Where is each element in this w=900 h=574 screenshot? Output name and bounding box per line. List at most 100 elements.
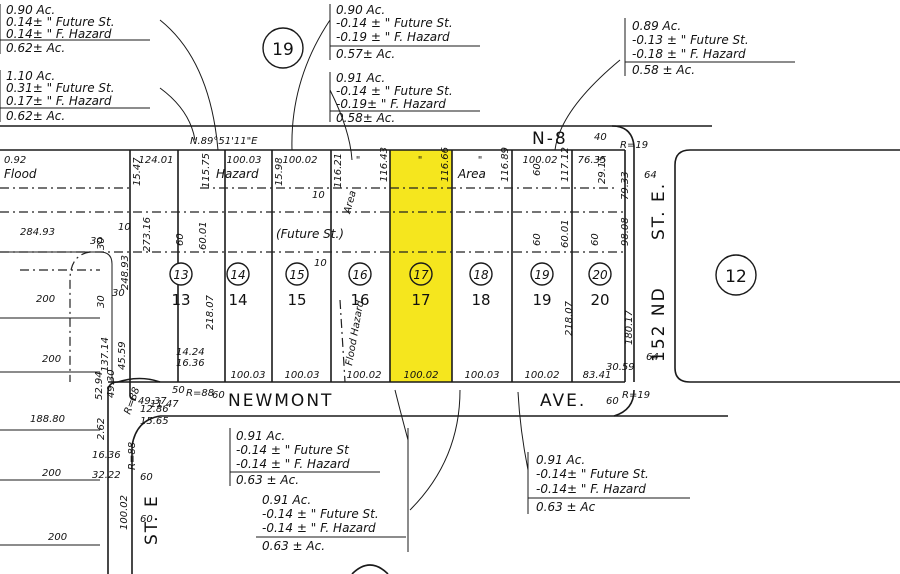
dim: 30 <box>90 236 103 247</box>
dim: 200 <box>36 294 55 305</box>
leader-line <box>329 89 353 161</box>
dim: 64 <box>646 352 659 363</box>
dim: 16.36 <box>92 450 121 461</box>
dim: 200 <box>42 354 61 365</box>
flood-hazard-line <box>339 299 346 383</box>
dim: 60.01 <box>560 219 571 248</box>
leader-line <box>291 19 331 151</box>
dim: 116.43 <box>379 147 390 182</box>
acreage-line: -0.14 ± " F. Hazard <box>236 457 350 471</box>
frontage-dim: 100.02 <box>523 155 558 166</box>
acreage-block-topleft2: 1.10 Ac. 0.31± " Future St. 0.17± " F. H… <box>6 69 115 123</box>
dim: 49.30 <box>106 369 117 398</box>
acreage-block-topleft1: 0.90 Ac. 0.14± " Future St. 0.14± " F. H… <box>6 3 115 55</box>
n8-label: N-8 <box>532 129 568 149</box>
acreage-line: 0.62± Ac. <box>6 41 65 55</box>
lot-number: 13 <box>171 291 190 309</box>
bottom-frontage-dim: 100.02 <box>347 370 382 381</box>
dim: 10 <box>314 258 327 269</box>
dim: 11.47 <box>150 399 179 410</box>
frontage-dim: " <box>478 155 483 166</box>
area-note: Area <box>457 167 486 181</box>
dim: 60 <box>140 514 153 525</box>
dim: 15.98 <box>274 157 285 186</box>
acreage-line: -0.14± " Future St. <box>536 467 649 481</box>
dim: 116.66 <box>440 147 451 182</box>
dim: 14.24 <box>176 347 205 358</box>
lot-number: 17 <box>411 291 430 309</box>
lot-18: 18 18 <box>469 262 493 309</box>
acreage-line: 0.90 Ac. <box>6 3 55 17</box>
lot-circle <box>469 262 493 286</box>
dim: 200 <box>48 532 67 543</box>
dim: 188.80 <box>30 414 65 425</box>
acreage-line: 0.14± " F. Hazard <box>6 27 112 41</box>
future-street-note: (Future St.) <box>276 227 344 241</box>
left-parcel-outline <box>0 251 113 382</box>
dim: 49.37 <box>138 396 167 407</box>
dim: 100.02 <box>119 495 130 530</box>
acreage-line: -0.14 ± " Future St. <box>336 84 453 98</box>
bearing-label: N.89°51'11"E <box>190 136 258 147</box>
acreage-line: 0.57± Ac. <box>336 47 395 61</box>
dim: 98.08 <box>620 217 631 246</box>
dim: 30 <box>96 237 107 250</box>
lot-number: 16 <box>350 291 369 309</box>
lot-circled-number: 17 <box>413 268 429 282</box>
map-number-right: 12 <box>725 267 747 287</box>
lot-circle <box>285 262 309 286</box>
dim: 200 <box>42 468 61 479</box>
dim: 60 <box>590 233 601 246</box>
se-corner-curve <box>613 389 635 417</box>
map-number-circle <box>715 254 757 296</box>
lot-number: 19 <box>532 291 551 309</box>
acreage-line: -0.18 ± " F. Hazard <box>632 47 746 61</box>
lot-number: 15 <box>287 291 306 309</box>
lot-circle <box>530 262 554 286</box>
dim: 60 <box>532 163 543 176</box>
map-number-top: 19 <box>272 40 294 60</box>
frontage-dim: " <box>418 155 423 166</box>
dim: 32.22 <box>92 470 121 481</box>
dim: 248.93 <box>120 255 131 290</box>
acreage-line: -0.14 ± " Future St. <box>262 507 379 521</box>
acreage-block-bottom1: 0.91 Ac. -0.14 ± " Future St -0.14 ± " F… <box>236 429 350 487</box>
acreage-line: -0.19 ± " F. Hazard <box>336 30 450 44</box>
lot-number: 18 <box>471 291 490 309</box>
bottom-frontage-dim: 100.02 <box>525 370 560 381</box>
acreage-line: 1.10 Ac. <box>6 69 55 83</box>
acreage-block-bottom2: 0.91 Ac. -0.14 ± " Future St. -0.14 ± " … <box>262 493 379 553</box>
acreage-line: -0.14 ± " Future St. <box>336 16 453 30</box>
dim: R=88 <box>186 388 214 399</box>
acreage-line: 0.14± " Future St. <box>6 15 115 29</box>
acreage-line: 0.89 Ac. <box>632 19 681 33</box>
acreage-line: 0.63 ± Ac <box>536 500 596 514</box>
leader-line <box>517 391 529 471</box>
dim: 29.15 <box>597 155 608 184</box>
leader-line <box>159 87 196 141</box>
acreage-block-topmid1: 0.90 Ac. -0.14 ± " Future St. -0.19 ± " … <box>336 3 453 61</box>
acreage-line: 0.91 Ac. <box>236 429 285 443</box>
newmont-label: NEWMONT <box>228 391 333 411</box>
lot-17[interactable]: 17 17 <box>409 262 433 309</box>
acreage-line: 0.63 ± Ac. <box>262 539 325 553</box>
dim: 60 <box>606 396 619 407</box>
lot-circled-number: 16 <box>352 268 368 282</box>
leader-line <box>409 389 461 511</box>
dim: 115.75 <box>201 153 212 188</box>
acreage-line: 0.91 Ac. <box>536 453 585 467</box>
ne-corner-curve <box>611 125 635 382</box>
acreage-line: -0.13 ± " Future St. <box>632 33 749 47</box>
152nd-label: 152 ND <box>649 286 669 362</box>
right-block-outline <box>674 149 900 383</box>
sw-corner-curve <box>131 415 161 574</box>
acreage-block-topmid2: 0.91 Ac. -0.14 ± " Future St. -0.19± " F… <box>336 71 453 125</box>
frontage-dim: " <box>356 155 361 166</box>
lot-circled-number: 13 <box>173 268 188 282</box>
bottom-frontage-dim: 100.03 <box>465 370 500 381</box>
dim: 116.89 <box>500 147 511 182</box>
dim: 16.36 <box>176 358 205 369</box>
acreage-line: 0.31± " Future St. <box>6 81 115 95</box>
bottom-frontage-dim: 83.41 <box>583 370 612 381</box>
acreage-line: 0.63 ± Ac. <box>236 473 299 487</box>
